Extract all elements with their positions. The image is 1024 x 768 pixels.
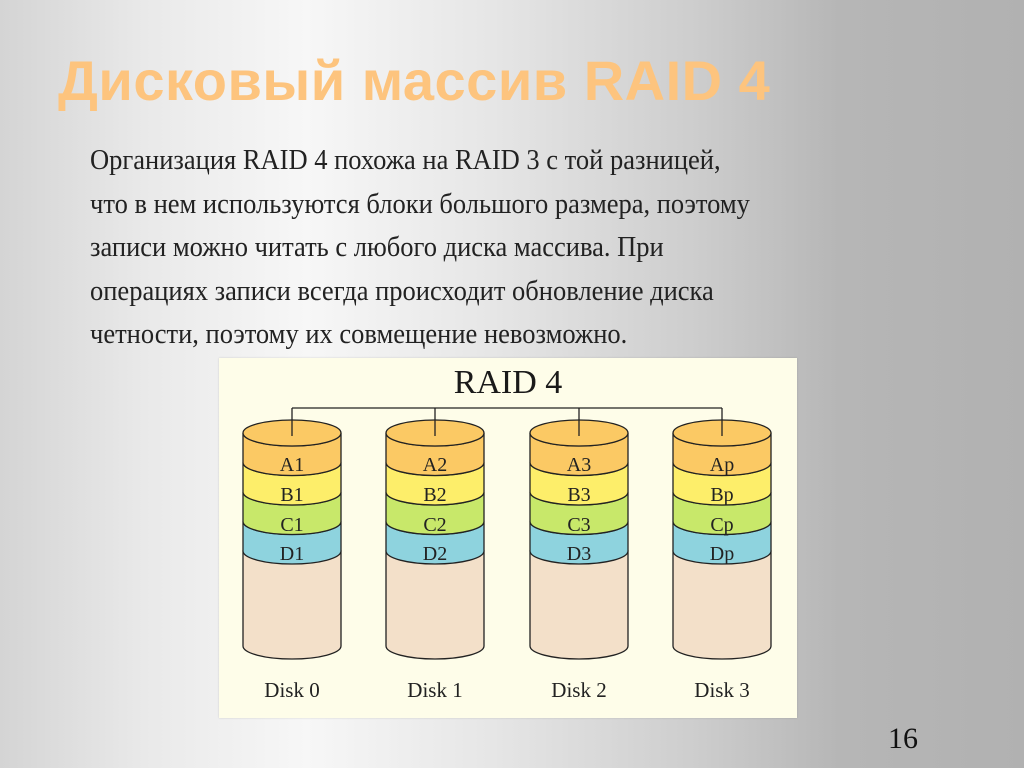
- block-label: C2: [423, 514, 447, 536]
- block-label: Bp: [710, 484, 734, 506]
- block-label: B1: [280, 484, 304, 506]
- diagram-title: RAID 4: [453, 364, 563, 401]
- block-label: A3: [566, 454, 592, 476]
- disk-label-0: Disk 0: [264, 678, 320, 702]
- block-label: B3: [567, 484, 591, 506]
- disk-label-3: Disk 3: [694, 678, 750, 702]
- body-line: что в нем используются блоки большого ра…: [90, 188, 750, 220]
- disk-cylinder-2: [529, 408, 629, 660]
- disk-label-1: Disk 1: [407, 678, 463, 702]
- page-number: 16: [888, 722, 918, 755]
- block-label: B2: [423, 484, 447, 506]
- block-label: D3: [566, 543, 592, 565]
- body-line: операциях записи всегда происходит обнов…: [90, 275, 714, 307]
- disk-cylinder-0: [242, 408, 342, 660]
- block-label: Cp: [710, 514, 734, 536]
- block-label: D1: [279, 543, 305, 565]
- disk-label-2: Disk 2: [551, 678, 607, 702]
- body-line: четности, поэтому их совмещение невозмож…: [90, 319, 628, 350]
- body-line: записи можно читать с любого диска масси…: [90, 232, 664, 263]
- raid4-diagram-graphic: [242, 407, 772, 660]
- block-label: C3: [567, 514, 591, 536]
- slide-title: Дисковый массив RAID 4: [58, 49, 771, 112]
- block-label: C1: [280, 514, 304, 536]
- block-label: Dp: [709, 543, 735, 565]
- disk-cylinder-3: [672, 408, 772, 660]
- block-label: Ap: [709, 454, 735, 476]
- body-paragraph: Организация RAID 4 похожа на RAID 3 с то…: [90, 139, 890, 357]
- body-line: Организация RAID 4 похожа на RAID 3 с то…: [90, 145, 721, 176]
- block-label: A1: [279, 454, 305, 476]
- disk-cylinder-1: [385, 408, 485, 660]
- raid4-diagram: RAID 4 Disk 0 Disk 1 Disk 2 Disk 3 A1 B1…: [219, 358, 797, 718]
- block-label: A2: [422, 454, 448, 476]
- block-label: D2: [422, 543, 448, 565]
